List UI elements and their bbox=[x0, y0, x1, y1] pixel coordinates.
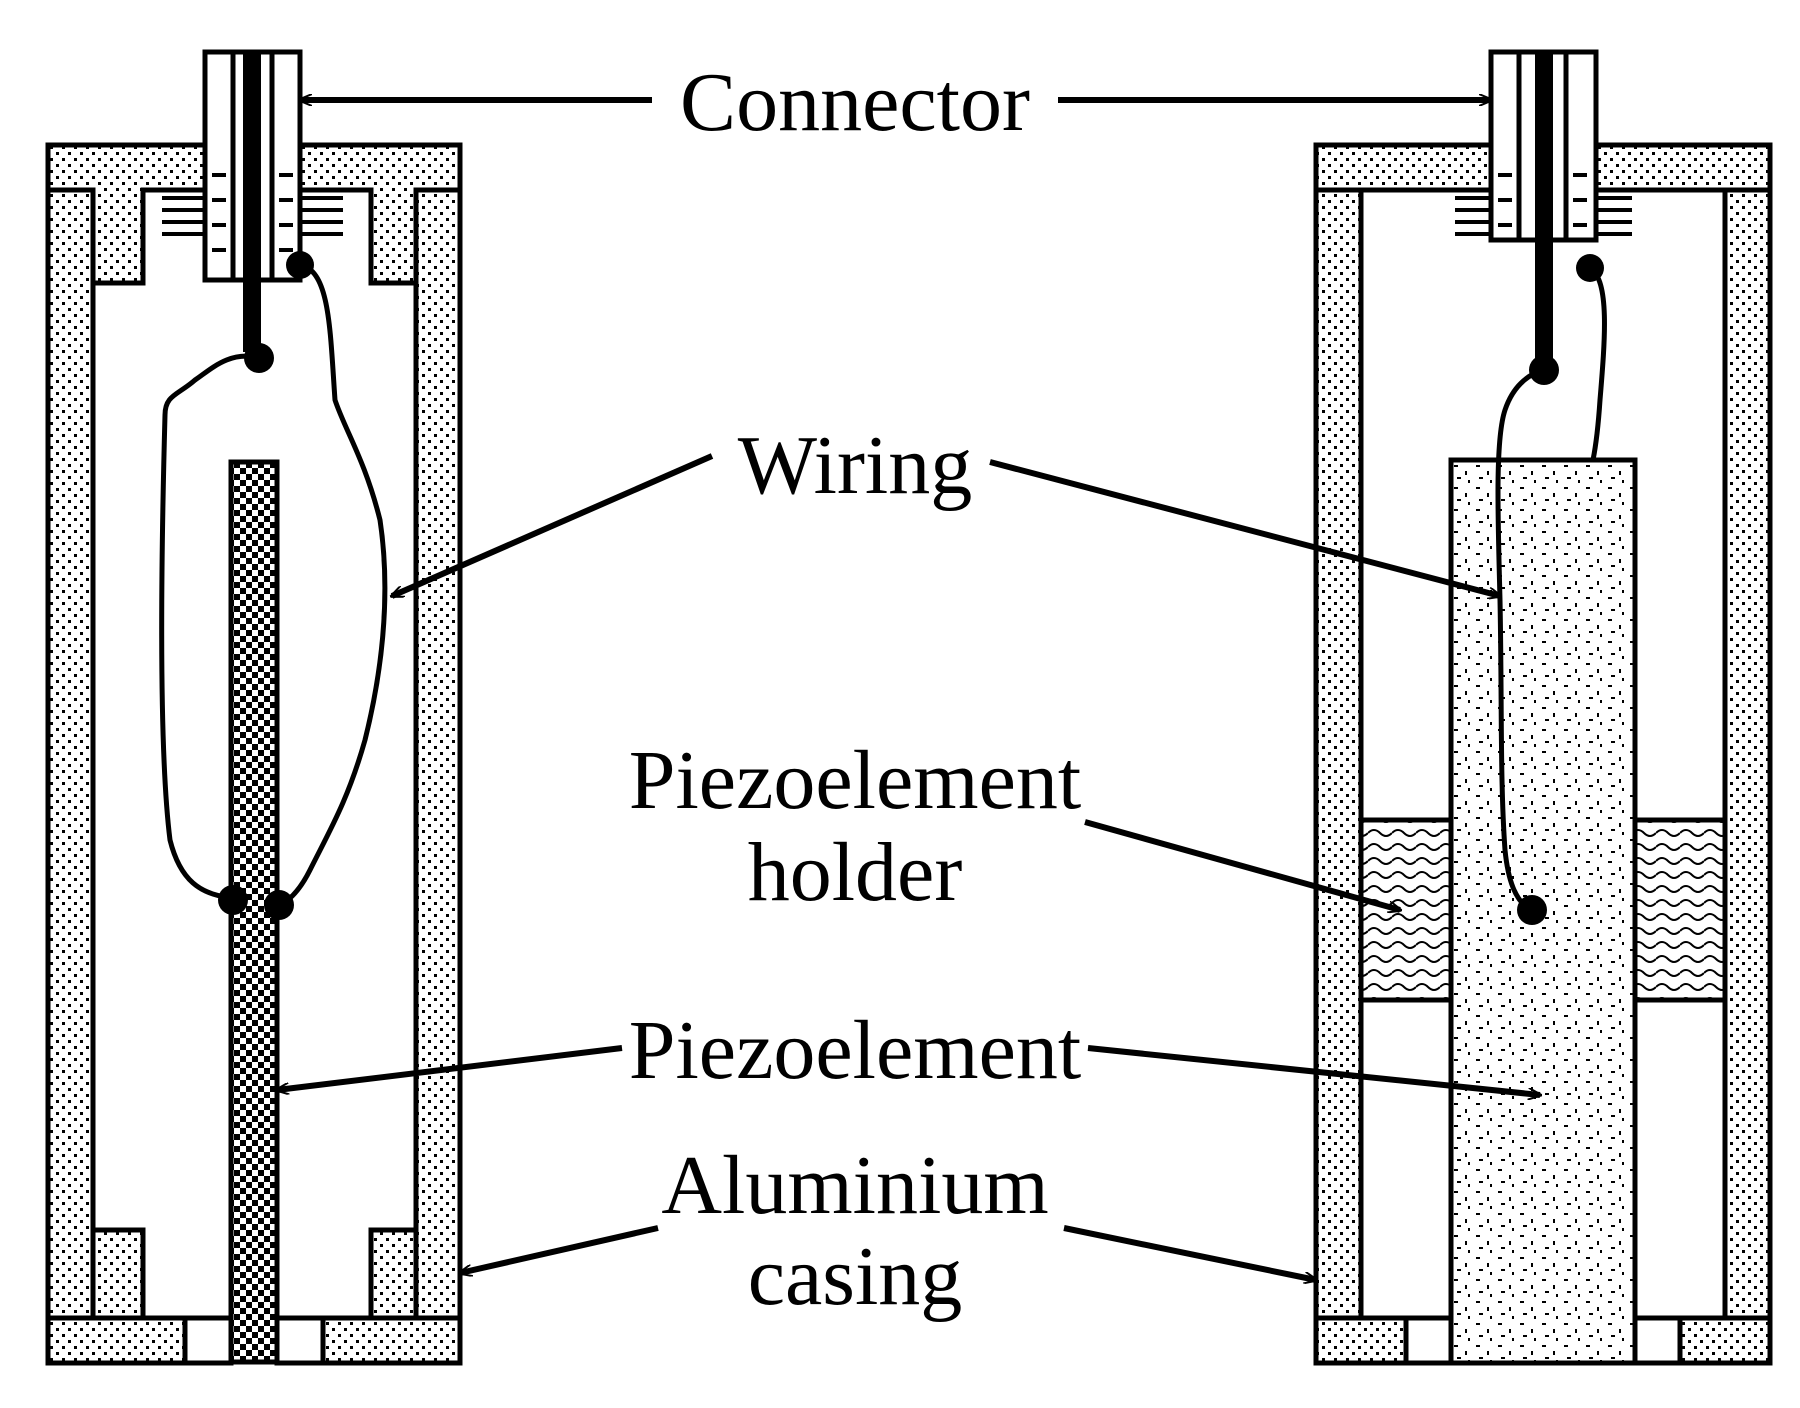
casing-arrows bbox=[460, 1225, 1316, 1280]
right-connector bbox=[1455, 49, 1632, 370]
piezoelement-label: Piezoelement bbox=[629, 1004, 1081, 1097]
wiring-arrows bbox=[392, 453, 1500, 596]
right-aluminium-casing bbox=[1313, 142, 1773, 1366]
casing-label-line2: casing bbox=[748, 1230, 963, 1323]
holder-arrow bbox=[1084, 819, 1400, 910]
right-wiring bbox=[1495, 254, 1607, 925]
holder-label-line1: Piezoelement bbox=[629, 734, 1081, 827]
piezoelement-arrows bbox=[277, 1045, 1540, 1095]
right-piezoelement-holder bbox=[1358, 817, 1728, 1003]
connector-label: Connector bbox=[680, 56, 1030, 149]
left-wiring bbox=[159, 251, 388, 920]
holder-label-line2: holder bbox=[748, 826, 963, 919]
left-aluminium-casing bbox=[45, 142, 463, 1366]
right-sensor bbox=[1313, 49, 1773, 1366]
left-sensor bbox=[45, 49, 463, 1366]
casing-label-line1: Aluminium bbox=[661, 1139, 1048, 1232]
left-connector bbox=[162, 49, 343, 352]
wiring-label: Wiring bbox=[738, 419, 973, 512]
